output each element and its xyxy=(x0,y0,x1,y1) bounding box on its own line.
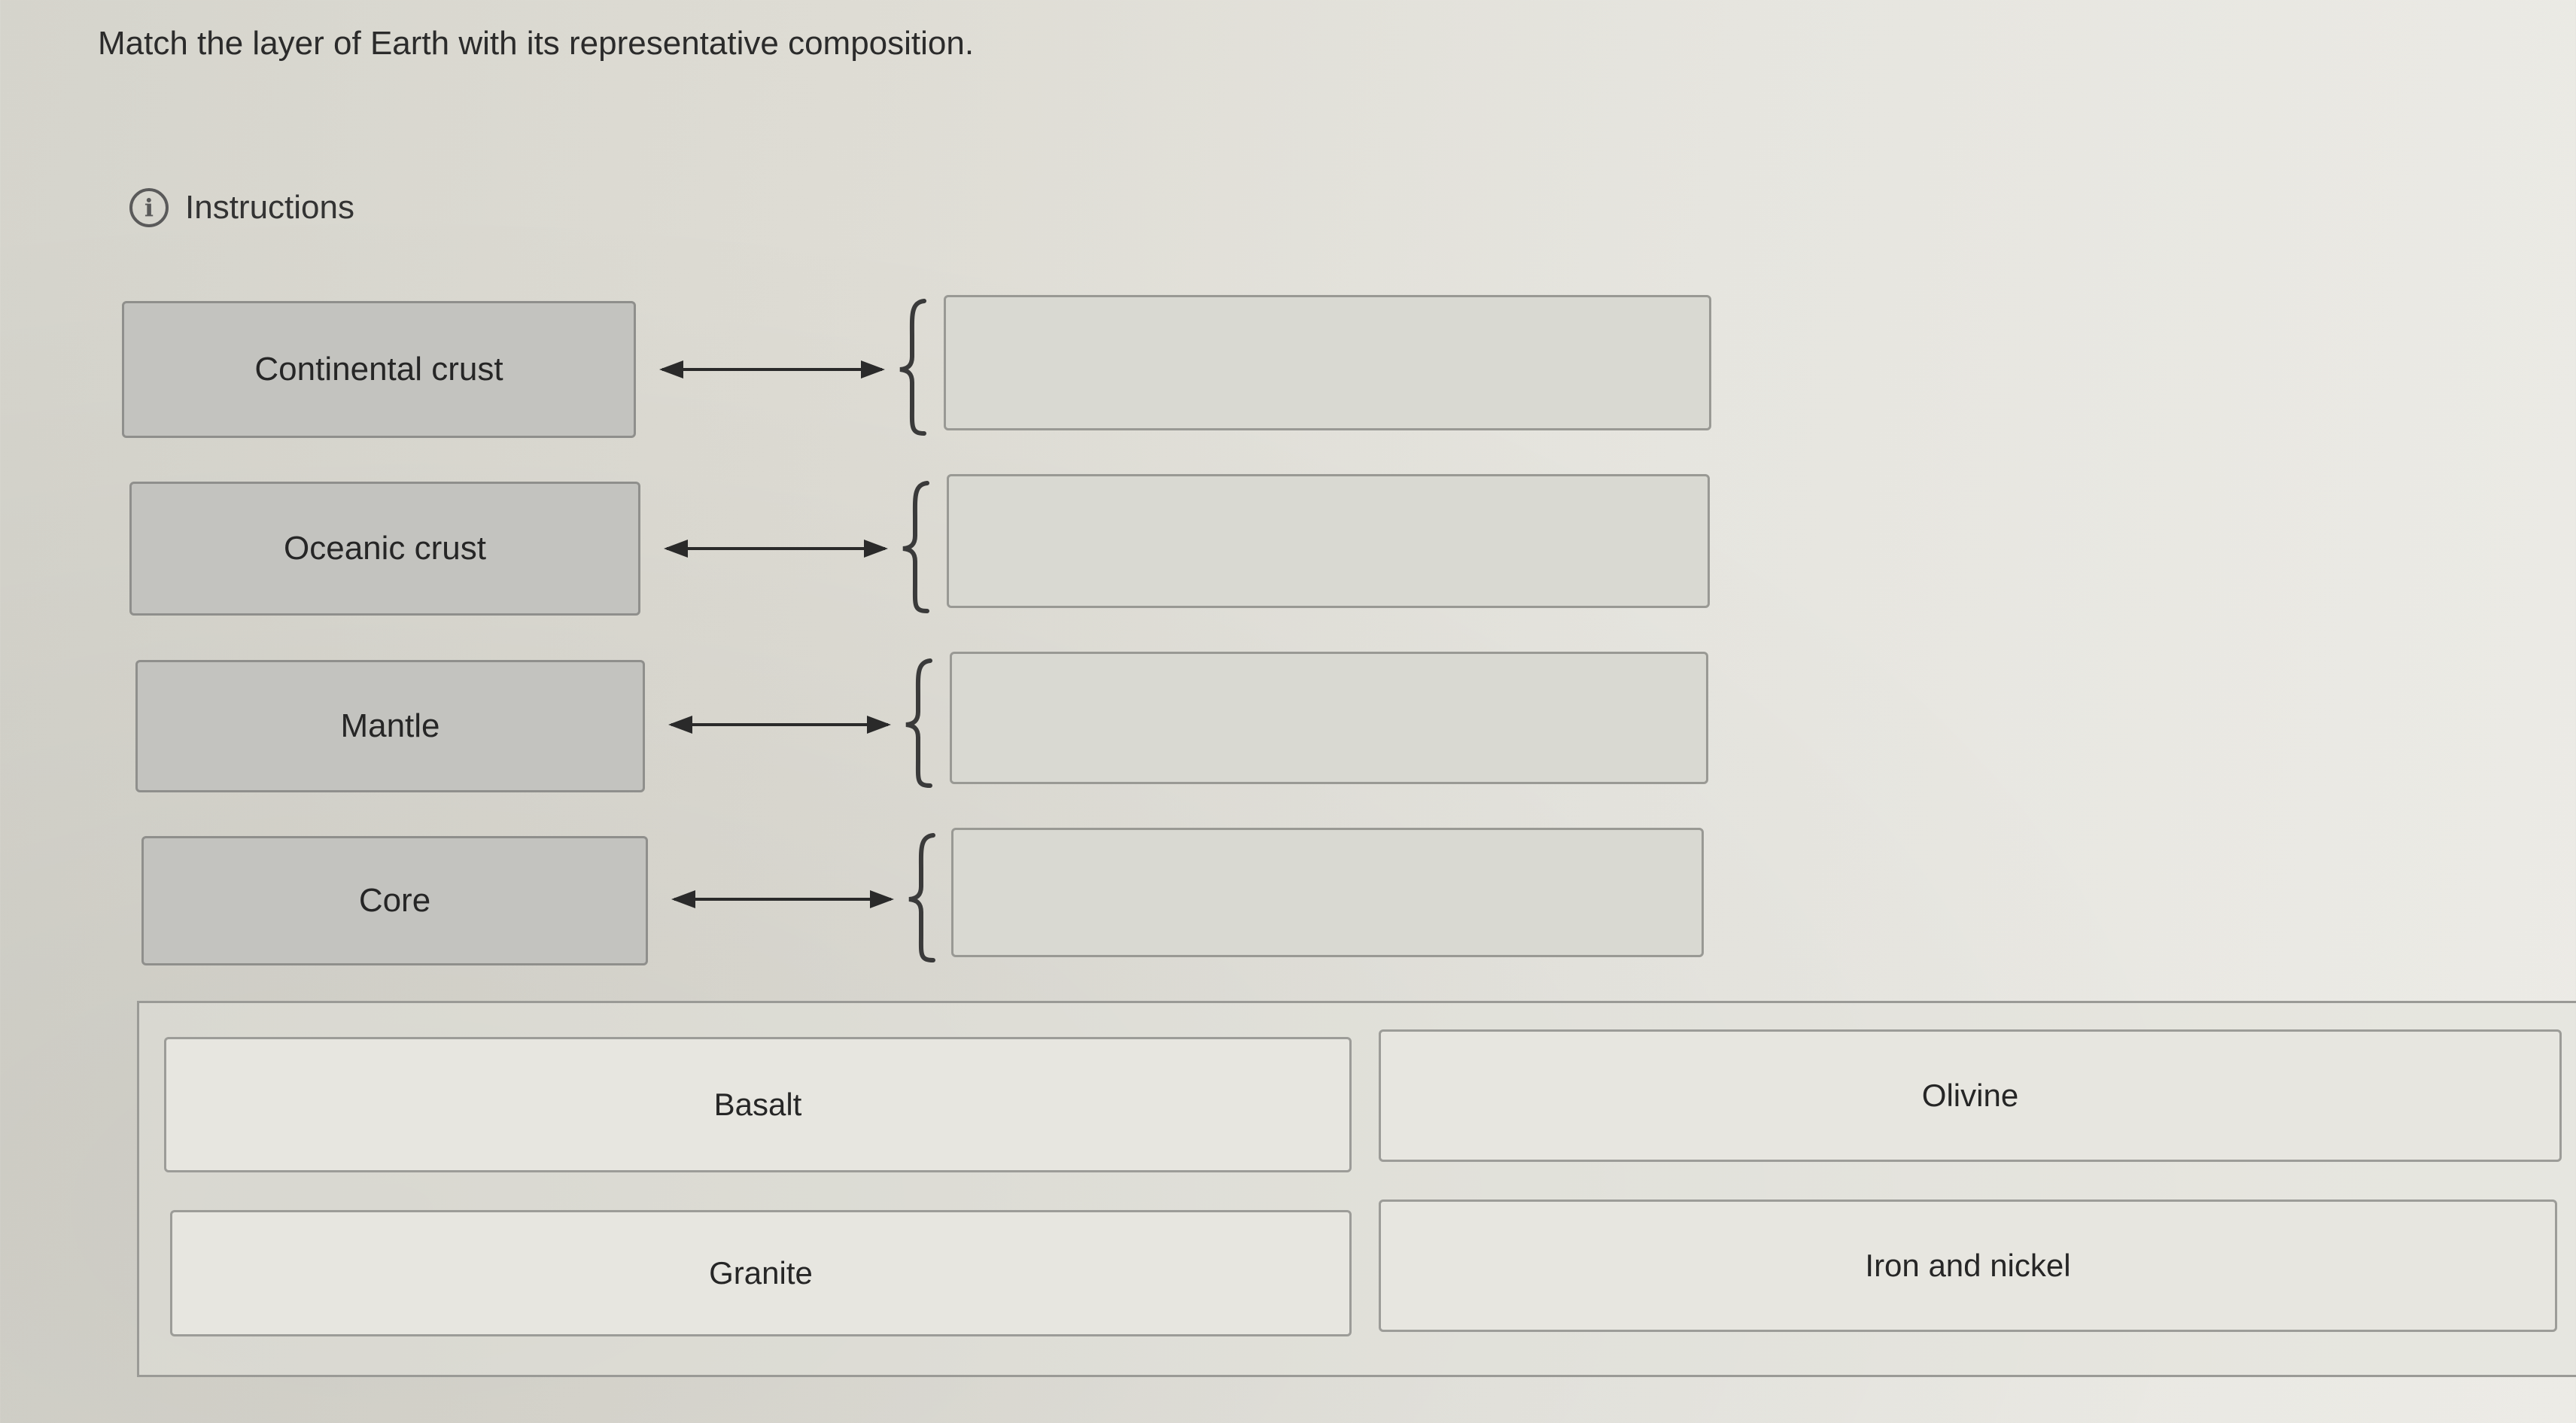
instructions-toggle[interactable]: i Instructions xyxy=(129,188,354,227)
term-label: Continental crust xyxy=(254,351,503,388)
term-oceanic-crust: Oceanic crust xyxy=(129,482,640,616)
option-olivine[interactable]: Olivine xyxy=(1379,1029,2562,1162)
brace-icon xyxy=(905,658,932,788)
term-core: Core xyxy=(141,836,648,965)
term-continental-crust: Continental crust xyxy=(122,301,636,438)
answer-slot-oceanic-crust[interactable] xyxy=(947,474,1710,608)
option-basalt[interactable]: Basalt xyxy=(164,1037,1352,1172)
answer-slot-core[interactable] xyxy=(951,828,1704,957)
term-mantle: Mantle xyxy=(135,660,645,792)
option-label: Granite xyxy=(709,1255,813,1291)
option-label: Basalt xyxy=(713,1087,802,1122)
answer-slot-mantle[interactable] xyxy=(950,652,1708,784)
question-prompt: Match the layer of Earth with its repres… xyxy=(98,25,975,62)
term-label: Oceanic crust xyxy=(284,530,486,567)
option-granite[interactable]: Granite xyxy=(170,1210,1352,1336)
term-label: Core xyxy=(358,882,431,919)
option-label: Iron and nickel xyxy=(1865,1248,2071,1283)
brace-icon xyxy=(899,299,926,436)
brace-icon xyxy=(908,833,935,962)
answer-slot-continental-crust[interactable] xyxy=(944,295,1711,430)
option-iron-and-nickel[interactable]: Iron and nickel xyxy=(1379,1200,2557,1332)
term-label: Mantle xyxy=(340,707,440,744)
info-icon: i xyxy=(129,188,169,227)
option-label: Olivine xyxy=(1921,1078,2019,1113)
brace-icon xyxy=(902,481,929,613)
instructions-label: Instructions xyxy=(185,189,354,226)
